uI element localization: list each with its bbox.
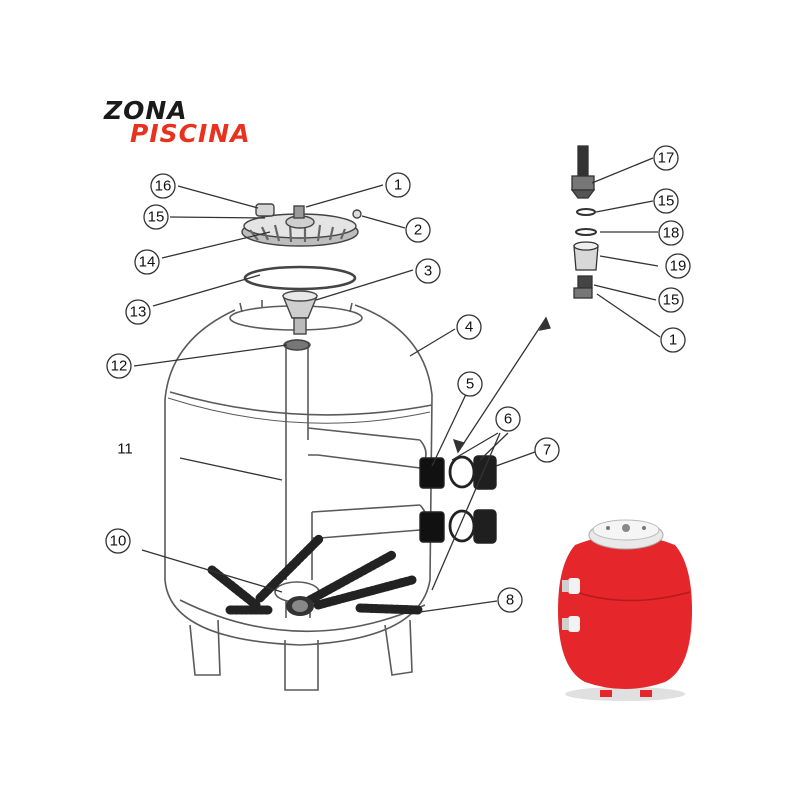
callout-numbers: 16 1 15 2 14 3 13 4 12 5 6 7 11 10 8 17 … [110, 150, 687, 609]
logo-word-piscina: PISCINA [130, 119, 251, 148]
callout-4: 4 [465, 319, 473, 336]
unions [419, 455, 497, 544]
callout-10: 10 [110, 533, 127, 550]
callout-circle-6 [495, 406, 521, 432]
callout-8: 8 [506, 592, 514, 609]
callout-12: 12 [111, 358, 128, 375]
callout-circle-4 [456, 314, 482, 340]
callout-18: 18 [663, 225, 680, 242]
callout-circle-15c [658, 287, 684, 313]
callout-circle-1b [660, 327, 686, 353]
callout-circle-14 [134, 249, 160, 275]
callout-6: 6 [504, 411, 512, 428]
callout-13: 13 [130, 304, 147, 321]
callout-circle-15a [143, 204, 169, 230]
callout-circle-13 [125, 299, 151, 325]
callout-circle-3 [415, 258, 441, 284]
callout-circle-7 [534, 437, 560, 463]
callout-7: 7 [543, 442, 551, 459]
callouts [105, 145, 691, 613]
callout-17: 17 [658, 150, 675, 167]
callout-15b: 15 [658, 193, 675, 210]
callout-circle-15b [653, 188, 679, 214]
callout-circle-8 [497, 587, 523, 613]
callout-5: 5 [466, 376, 474, 393]
valve-part-stack [570, 145, 599, 299]
callout-circle-12 [106, 353, 132, 379]
callout-circle-16 [150, 173, 176, 199]
laterals [207, 533, 423, 615]
callout-circle-2 [405, 217, 431, 243]
callout-circle-5 [457, 371, 483, 397]
leader-lines [133, 157, 661, 613]
callout-15c: 15 [663, 292, 680, 309]
callout-circle-19 [665, 253, 691, 279]
callout-1b: 1 [669, 332, 677, 349]
callout-11: 11 [117, 441, 133, 458]
callout-16: 16 [155, 178, 172, 195]
callout-19: 19 [670, 258, 687, 275]
callout-1a: 1 [394, 177, 402, 194]
callout-circle-18 [658, 220, 684, 246]
lateral-hub [286, 596, 314, 616]
product-photo-red-filter [558, 519, 692, 701]
logo-word-zona: ZONA [104, 96, 188, 125]
callout-14: 14 [139, 254, 156, 271]
zona-piscina-logo: ZONA PISCINA [104, 98, 284, 154]
callout-circle-1a [385, 172, 411, 198]
callout-3: 3 [424, 263, 432, 280]
callout-circle-10 [105, 528, 131, 554]
lid-assembly [241, 203, 362, 351]
callout-2: 2 [414, 222, 422, 239]
callout-circle-17 [653, 145, 679, 171]
callout-15a: 15 [148, 209, 165, 226]
